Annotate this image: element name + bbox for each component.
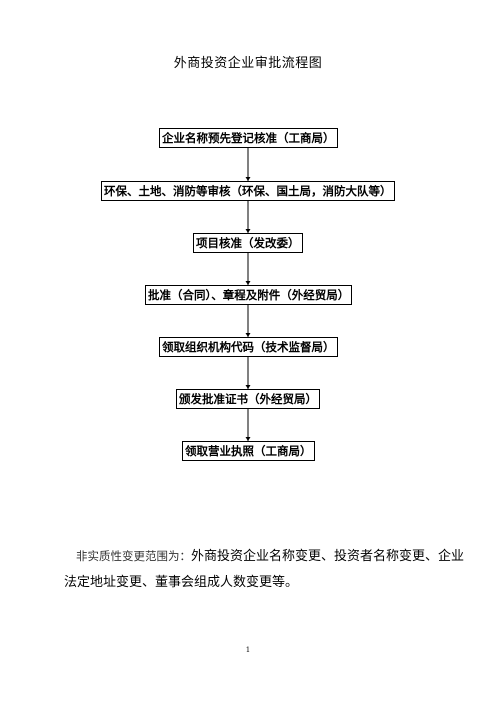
flow-step-box: 项目核准（发改委）: [193, 233, 303, 253]
flow-step-box: 颁发批准证书（外经贸局）: [176, 389, 320, 409]
flow-step-box: 环保、土地、消防等审核（环保、国土局，消防大队等）: [101, 181, 395, 201]
flow-arrowhead: [245, 177, 251, 181]
flow-step-box: 领取组织机构代码（技术监督局）: [159, 337, 338, 357]
flow-connectors: [245, 148, 251, 441]
flow-arrowhead: [245, 281, 251, 285]
flow-step-box: 领取营业执照（工商局）: [182, 441, 315, 461]
note-paragraph: 非实质性变更范围为：外商投资企业名称变更、投资者名称变更、企业法定地址变更、董事…: [64, 543, 464, 595]
note-lead: 非实质性变更范围为：: [76, 549, 191, 563]
flow-step-box: 批准（合同）、章程及附件（外经贸局）: [145, 285, 353, 305]
page-title: 外商投资企业审批流程图: [173, 56, 323, 71]
note-text: 外商投资企业名称变更、投资者名称变更、企业法定地址变更、董事会组成人数变更等。: [64, 549, 465, 590]
flow-arrowhead: [245, 333, 251, 337]
flow-step-box: 企业名称预先登记核准（工商局）: [159, 128, 338, 148]
flow-arrowhead: [245, 229, 251, 233]
page-number: 1: [245, 646, 251, 654]
flow-arrowhead: [245, 437, 251, 441]
flow-arrowhead: [245, 385, 251, 389]
